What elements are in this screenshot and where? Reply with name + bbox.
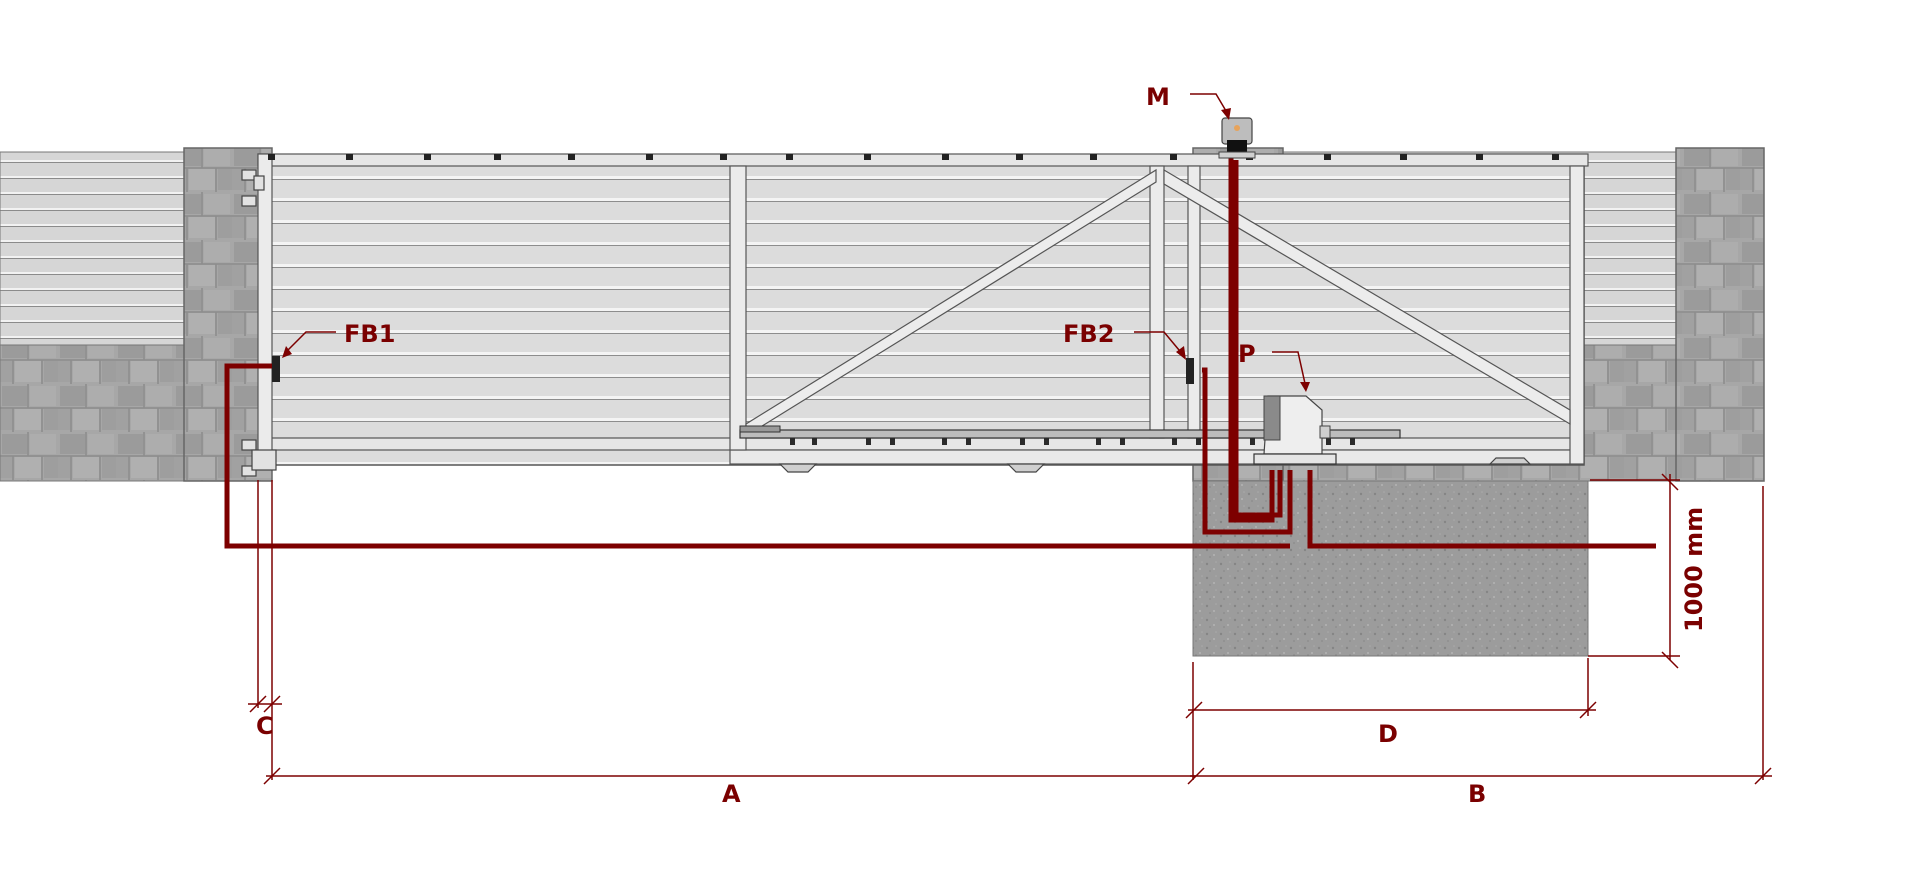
label-fb2: FB2 (1063, 320, 1114, 348)
leader-arrowheads (282, 108, 1310, 392)
label-motor: M (1146, 83, 1170, 111)
label-depth: 1000 mm (1680, 507, 1708, 632)
leader-m (1190, 93, 1230, 117)
dimension-lines (248, 473, 1772, 785)
photocell-fb2 (1186, 358, 1194, 384)
cabling (224, 148, 1656, 549)
label-dim-a: A (722, 780, 741, 808)
concrete-foundation (1192, 480, 1589, 657)
label-dim-c: C (256, 712, 274, 740)
flashing-light (1218, 117, 1256, 159)
label-dim-b: B (1468, 780, 1486, 808)
left-gate-brackets (241, 169, 277, 477)
cable-fb1 (224, 363, 1290, 549)
leader-lines (283, 93, 1307, 389)
right-pillar (1675, 147, 1765, 482)
label-dim-d: D (1378, 720, 1398, 748)
leader-fb2 (1134, 331, 1185, 357)
label-plate: P (1238, 340, 1256, 368)
cable-lamp (1228, 148, 1275, 523)
base-plate (1253, 453, 1337, 465)
left-fence (0, 151, 187, 482)
sliding-gate (257, 153, 1589, 473)
cable-lamp-2 (1233, 160, 1283, 518)
photocell-fb1 (272, 356, 280, 382)
label-fb1: FB1 (344, 320, 395, 348)
leader-fb1 (283, 331, 336, 355)
cable-main (1307, 470, 1656, 549)
leader-p (1272, 351, 1307, 389)
cable-fb2 (1202, 367, 1293, 535)
gate-operator (1253, 395, 1337, 465)
